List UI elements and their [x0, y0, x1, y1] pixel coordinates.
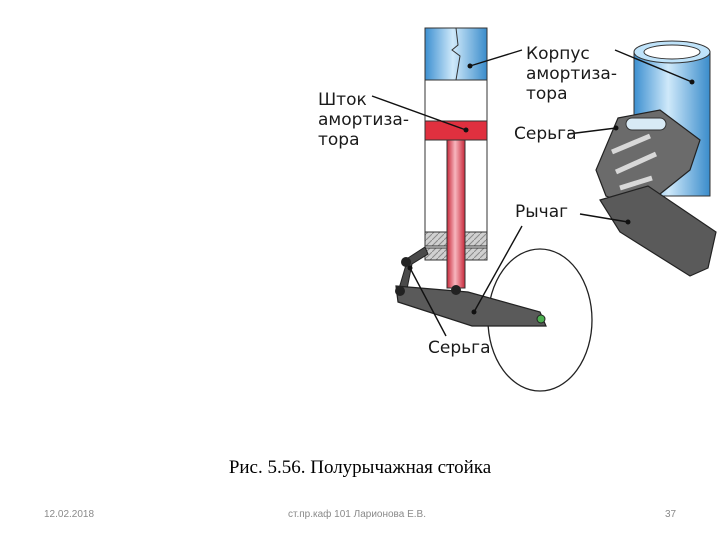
leader-lower-link	[409, 267, 447, 337]
pivot-mid	[395, 286, 405, 296]
label-upper-link: Серьга	[514, 124, 577, 144]
seal-hatch-1	[424, 231, 448, 247]
pivot-rod	[451, 285, 461, 295]
break-line	[451, 27, 461, 81]
seal-hatch-2	[464, 231, 488, 247]
cylinder-body	[424, 27, 488, 81]
leader-lines	[371, 49, 693, 337]
leader-upper-link	[567, 127, 617, 135]
footer-date: 12.02.2018	[44, 509, 95, 520]
pivot-top	[401, 257, 411, 267]
figure-caption: Рис. 5.56. Полурычажная стойка	[228, 457, 492, 478]
leader-lever	[473, 225, 523, 313]
shock-absorber-section	[424, 27, 488, 289]
label-shock-rod: Шток амортиза- тора	[318, 90, 409, 150]
label-lever: Рычаг	[515, 202, 569, 222]
strut-3d-view	[595, 40, 717, 277]
leader-lever-3d	[579, 213, 629, 223]
footer-author: ст.пр.каф 101 Ларионова Е.В.	[288, 509, 426, 520]
seal-hatch-4	[464, 247, 488, 261]
footer-page-number: 37	[665, 509, 677, 520]
lever-3d	[599, 185, 717, 277]
label-lower-link: Серьга	[428, 338, 491, 358]
piston	[424, 120, 488, 141]
label-shock-body: Корпус амортиза- тора	[526, 44, 617, 104]
semi-lever-strut-diagram	[371, 27, 717, 392]
leader-shock-body	[469, 49, 523, 67]
leader-shock-rod	[371, 95, 467, 131]
lever-assembly	[395, 246, 547, 327]
leader-3d-body	[614, 49, 693, 83]
cylinder-3d-bore	[643, 44, 701, 60]
leader-dots	[407, 63, 695, 315]
wheel-axle	[536, 314, 546, 324]
link-3d-pin	[625, 117, 667, 131]
piston-rod	[446, 139, 466, 289]
lever	[395, 285, 547, 327]
link-3d-slots	[611, 133, 658, 191]
